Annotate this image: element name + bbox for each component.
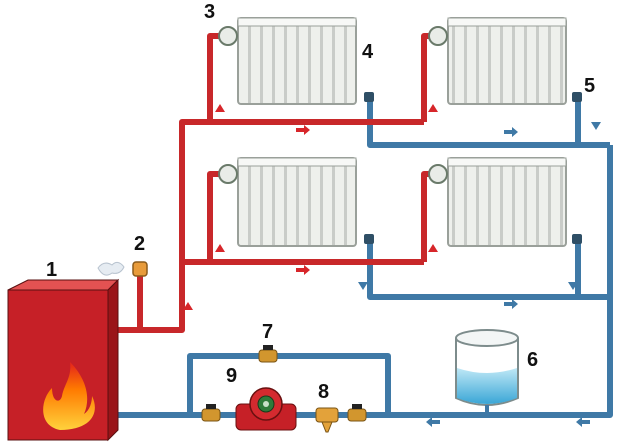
boiler: [7, 278, 120, 442]
filter: [315, 407, 339, 433]
steam-icon: [97, 261, 125, 276]
callout-numbers: 1 2 3 4 5 6 7 8 9: [46, 1, 595, 403]
label-2: 2: [134, 233, 145, 255]
label-9: 9: [226, 365, 237, 387]
safety-valve: [97, 261, 148, 277]
radiator-bottom-right: [447, 157, 567, 247]
label-3: 3: [204, 1, 215, 23]
radiator-return-fittings: [364, 92, 582, 244]
circulation-pump: [235, 387, 297, 431]
label-6: 6: [527, 349, 538, 371]
flame-icon: [43, 362, 95, 430]
radiator-top-right: [447, 17, 567, 105]
label-5: 5: [584, 75, 595, 97]
supply-flow-arrows: [183, 104, 438, 310]
radiator-bottom-left: [237, 157, 357, 247]
thermostatic-valves: [218, 26, 448, 184]
label-4: 4: [362, 41, 374, 63]
expansion-tank: [455, 329, 519, 415]
radiator-top-left: [237, 17, 357, 105]
ball-valves: [201, 345, 367, 422]
label-7: 7: [262, 321, 273, 343]
label-8: 8: [318, 381, 329, 403]
return-flow-arrows: [358, 122, 601, 427]
label-1: 1: [46, 259, 57, 281]
